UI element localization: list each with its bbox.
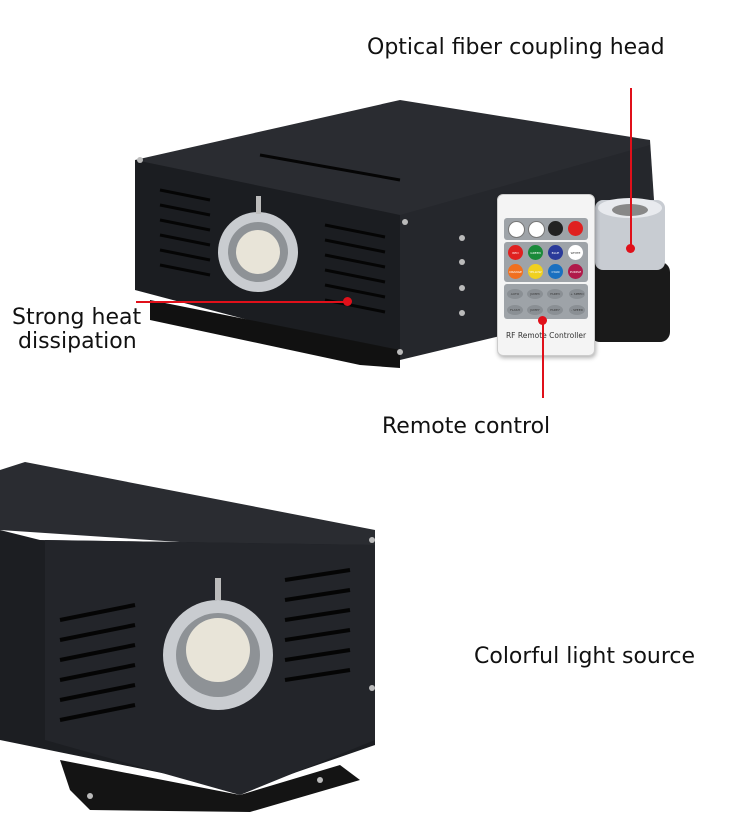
brightness-up-icon	[508, 221, 525, 238]
brightness-down-icon	[528, 221, 545, 238]
mode-button: JUMP3	[527, 289, 543, 299]
light-engine-bottom	[0, 462, 375, 812]
color-button: BLUE	[548, 245, 563, 260]
mode-button: FADE7	[547, 305, 563, 315]
pointer-dot	[343, 297, 352, 306]
color-button: ORANGE	[508, 264, 523, 279]
color-button: PURPLE	[568, 264, 583, 279]
remote-title: RF Remote Controller	[505, 331, 587, 340]
heat-pointer	[136, 301, 348, 303]
coupling-head-label: Optical fiber coupling head	[367, 35, 665, 60]
color-button: RED	[508, 245, 523, 260]
remote-pointer	[542, 320, 544, 398]
color-button: CYAN	[548, 264, 563, 279]
pointer-dot	[626, 244, 635, 253]
color-button: YELLOW	[528, 264, 543, 279]
pointer-dot	[538, 316, 547, 325]
color-button: GREEN	[528, 245, 543, 260]
speed-down-button: - SPEED	[569, 305, 585, 315]
mode-button: AUTO	[507, 289, 523, 299]
light-source-label: Colorful light source	[474, 644, 696, 669]
mode-button: FADE3	[547, 289, 563, 299]
play-pause-icon	[548, 221, 563, 236]
mode-button: FLASH	[507, 305, 523, 315]
mode-button: JUMP7	[527, 305, 543, 315]
rf-remote-controller: RED GREEN BLUE WHITE ORANGE YELLOW CYAN …	[497, 194, 595, 356]
power-icon	[568, 221, 583, 236]
color-button: WHITE	[568, 245, 583, 260]
coupling-head-pointer	[630, 88, 632, 248]
speed-up-button: + SPEED	[569, 289, 585, 299]
heat-label-line2: dissipation	[18, 329, 137, 354]
heat-label-line1: Strong heat	[12, 305, 142, 330]
remote-label: Remote control	[382, 414, 551, 439]
